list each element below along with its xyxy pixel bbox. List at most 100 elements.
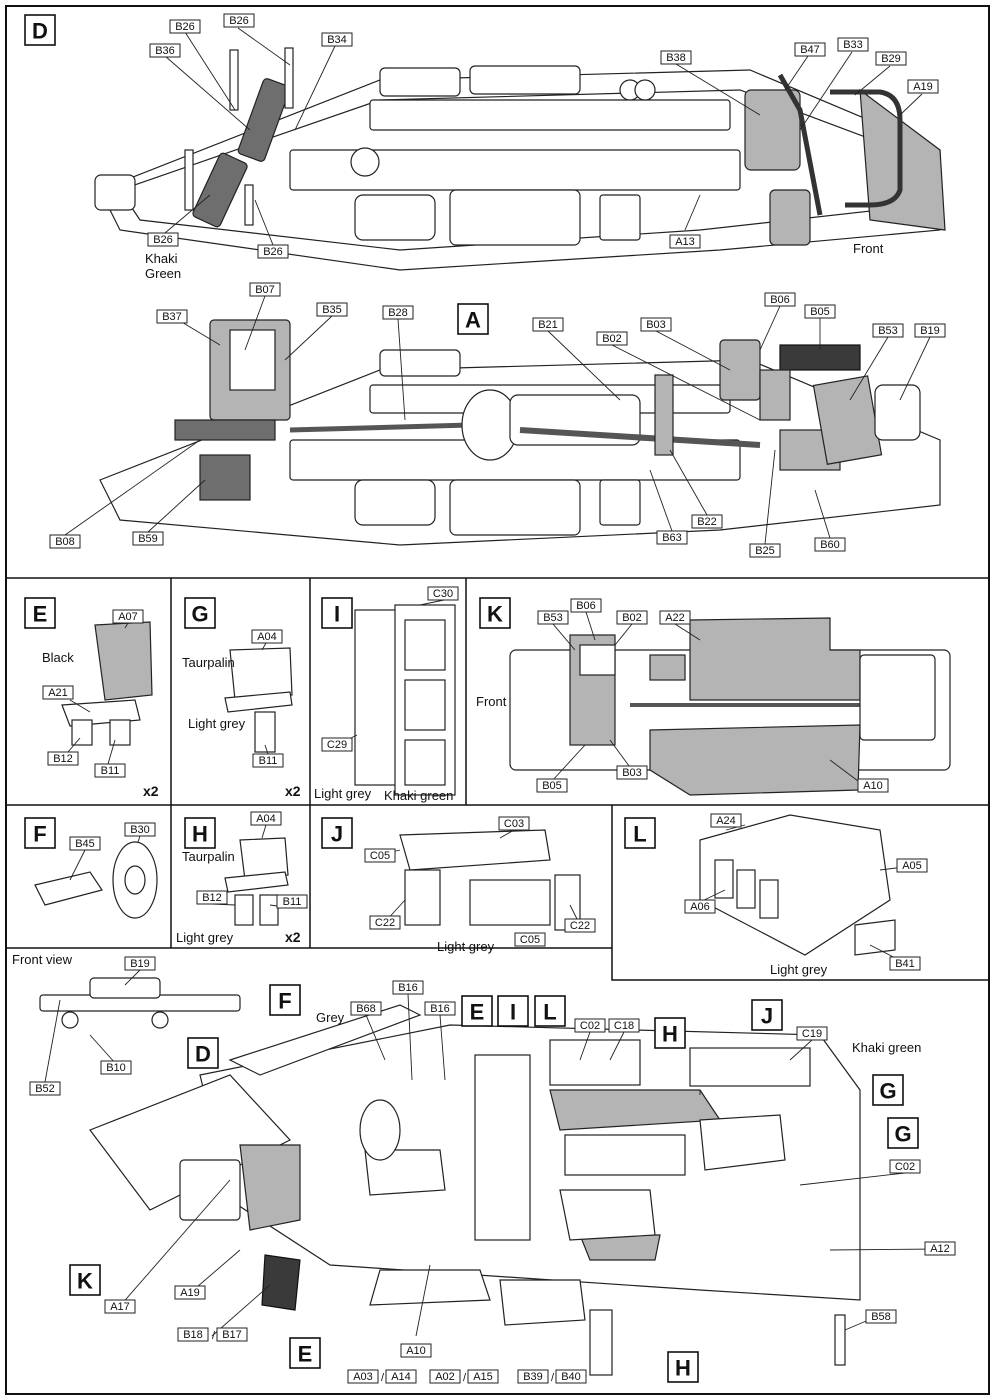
svg-text:B10: B10	[106, 1062, 126, 1074]
slash-b39-b40: /	[551, 1372, 555, 1384]
svg-text:B28: B28	[388, 307, 408, 319]
svg-text:B06: B06	[576, 600, 596, 612]
svg-text:B19: B19	[130, 958, 150, 970]
svg-text:A06: A06	[690, 901, 710, 913]
note-light-grey-j: Light grey	[437, 939, 495, 954]
svg-text:G: G	[894, 1122, 911, 1147]
svg-text:B29: B29	[881, 53, 901, 65]
label-e-a21: A21	[42, 685, 74, 700]
svg-text:D: D	[32, 19, 48, 44]
label-k-b02: B02	[616, 610, 648, 625]
label-d-b38: B38	[660, 50, 692, 65]
seat-h-drawing	[224, 837, 289, 926]
svg-text:J: J	[761, 1004, 773, 1029]
label-a-b05: B05	[804, 304, 836, 319]
label-l-b41: B41	[889, 956, 921, 971]
label-g-a04: A04	[251, 629, 283, 644]
svg-text:B02: B02	[622, 612, 642, 624]
label-l-a05: A05	[896, 858, 928, 873]
label-a-b22: B22	[691, 514, 723, 529]
label-a-b35: B35	[316, 302, 348, 317]
final-g1-marker: G	[872, 1074, 904, 1106]
svg-text:A13: A13	[675, 236, 695, 248]
final-e-bottom-marker: E	[289, 1337, 321, 1369]
label-final-b58: B58	[865, 1309, 897, 1324]
final-k-marker: K	[69, 1264, 101, 1296]
note-light-grey-g: Light grey	[188, 716, 246, 731]
svg-text:C02: C02	[895, 1161, 915, 1173]
note-x2-e: x2	[143, 783, 159, 799]
note-front-d: Front	[853, 241, 884, 256]
label-final-b18: B18	[177, 1327, 209, 1342]
svg-text:B53: B53	[543, 612, 563, 624]
svg-text:B16: B16	[430, 1003, 450, 1015]
svg-text:B02: B02	[602, 333, 622, 345]
svg-text:B05: B05	[542, 780, 562, 792]
svg-text:B07: B07	[255, 284, 275, 296]
label-k-b05: B05	[536, 778, 568, 793]
note-x2-h: x2	[285, 929, 301, 945]
svg-text:J: J	[331, 822, 343, 847]
svg-text:A10: A10	[863, 780, 883, 792]
final-i-marker: I	[497, 995, 529, 1027]
label-f-b45: B45	[69, 836, 101, 851]
label-f-b30: B30	[124, 822, 156, 837]
label-g-b11: B11	[252, 753, 284, 768]
final-e-top-marker: E	[461, 995, 493, 1027]
label-a-b02: B02	[596, 331, 628, 346]
label-a-b21: B21	[532, 317, 564, 332]
svg-text:A04: A04	[256, 813, 276, 825]
svg-text:A05: A05	[902, 860, 922, 872]
svg-text:B36: B36	[155, 45, 175, 57]
label-a-b03: B03	[640, 317, 672, 332]
svg-text:B11: B11	[101, 765, 120, 777]
svg-text:B53: B53	[878, 325, 898, 337]
label-final-a17: A17	[104, 1299, 136, 1314]
svg-text:C30: C30	[433, 588, 453, 600]
label-j-c05-1: C05	[364, 848, 396, 863]
label-a-b53: B53	[872, 323, 904, 338]
svg-text:B25: B25	[755, 545, 775, 557]
svg-text:B21: B21	[538, 319, 558, 331]
svg-text:A19: A19	[913, 81, 933, 93]
label-final-b16-1: B16	[392, 980, 424, 995]
label-h-b11: B11	[276, 894, 308, 909]
svg-text:B60: B60	[820, 539, 840, 551]
tarp-l-drawing	[699, 814, 896, 956]
note-front-k: Front	[476, 694, 507, 709]
svg-text:D: D	[195, 1042, 211, 1067]
svg-text:I: I	[510, 1000, 516, 1025]
svg-text:C19: C19	[802, 1028, 822, 1040]
label-k-b06: B06	[570, 598, 602, 613]
label-a-b37: B37	[156, 309, 188, 324]
label-a-b59: B59	[132, 531, 164, 546]
label-final-a15: A15	[467, 1369, 499, 1384]
svg-text:E: E	[298, 1342, 313, 1367]
label-d-b26-3: B26	[147, 232, 179, 247]
svg-text:E: E	[470, 1000, 485, 1025]
svg-text:F: F	[278, 989, 291, 1014]
note-khaki-green-i: Khaki green	[384, 788, 453, 803]
svg-text:B39: B39	[523, 1371, 543, 1383]
label-k-a10: A10	[857, 778, 889, 793]
note-x2-g: x2	[285, 783, 301, 799]
svg-text:B26: B26	[263, 246, 283, 258]
svg-text:C05: C05	[370, 850, 390, 862]
svg-text:A07: A07	[118, 611, 138, 623]
label-a-b60: B60	[814, 537, 846, 552]
final-g2-marker: G	[887, 1117, 919, 1149]
svg-text:B03: B03	[622, 767, 642, 779]
step-a-marker: A	[457, 303, 489, 335]
note-taurpalin-h: Taurpalin	[182, 849, 235, 864]
final-h-bottom-marker: H	[667, 1351, 699, 1383]
note-front-view: Front view	[12, 952, 73, 967]
final-h-top-marker: H	[654, 1017, 686, 1049]
svg-text:A22: A22	[665, 612, 685, 624]
label-final-c02-2: C02	[889, 1159, 921, 1174]
label-l-a24: A24	[710, 813, 742, 828]
rack-j-drawing	[399, 829, 581, 931]
label-final-b40: B40	[555, 1369, 587, 1384]
step-d-marker: D	[24, 14, 56, 46]
svg-text:A02: A02	[435, 1371, 455, 1383]
